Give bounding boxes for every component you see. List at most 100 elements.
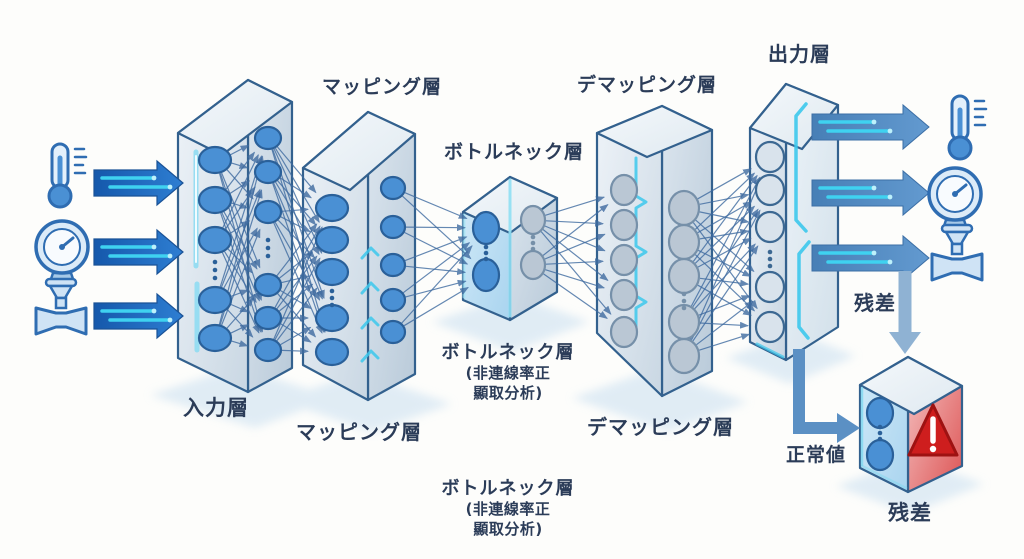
neuron-node	[314, 337, 350, 367]
connection-line	[405, 279, 467, 298]
connection-line	[274, 147, 320, 224]
bottleneck-layer-label-bottom: ボトルネック層	[441, 478, 575, 499]
connection-line	[273, 148, 323, 255]
ellipsis-dot	[681, 291, 687, 297]
input-layer-label: 入力層	[183, 396, 249, 420]
connection-line	[698, 295, 751, 316]
connection-line	[281, 206, 309, 214]
ellipsis-dot	[767, 263, 773, 269]
neuron-node	[314, 257, 350, 287]
connection-line	[405, 224, 466, 232]
bottleneck-note-line2: 顯取分析)	[473, 519, 543, 538]
ellipsis-dot	[483, 256, 489, 262]
neuron-node	[754, 310, 786, 344]
normal-value-arrow	[793, 349, 860, 443]
ellipsis-dot	[265, 237, 271, 243]
output-arrow	[811, 103, 930, 151]
ellipsis-dot	[329, 302, 335, 308]
ellipsis-dot	[265, 245, 271, 251]
input-arrow	[93, 228, 184, 276]
connection-line	[692, 245, 759, 342]
neuron-node	[609, 315, 639, 349]
ellipsis-dot	[681, 305, 687, 311]
bottleneck-note-line1: (非連線率正	[465, 500, 551, 518]
residual-branch-arrow	[889, 271, 921, 354]
output-arrows	[811, 103, 930, 282]
connection-line	[280, 323, 312, 343]
connection-line	[697, 168, 752, 200]
bottleneck-annotation-bottom: ボトルネック層 (非連線率正 顯取分析)	[418, 474, 598, 540]
neuron-node	[379, 287, 407, 313]
residual-label-bottom: 残差	[888, 501, 932, 525]
neuron-node	[253, 159, 283, 185]
bottleneck-layer-label-top: ボトルネック層	[444, 141, 585, 163]
ellipsis-dot	[530, 240, 536, 246]
connection-line	[231, 162, 249, 169]
neuron-nodes	[197, 125, 895, 472]
warning-triangle-icon	[907, 403, 959, 457]
connection-line	[699, 321, 749, 329]
neuron-node	[754, 140, 786, 174]
connection-line	[692, 208, 759, 308]
bottleneck-note-line1: (非連線率正	[465, 364, 551, 382]
connection-line	[692, 174, 758, 262]
neuron-node	[379, 252, 407, 278]
ellipsis-dot	[530, 246, 536, 252]
connection-line	[273, 226, 323, 340]
connection-line	[540, 231, 612, 315]
connection-line	[690, 209, 761, 341]
connection-line	[403, 286, 469, 327]
ellipsis-dot	[329, 288, 335, 294]
connection-line	[274, 181, 320, 256]
neuron-node	[253, 199, 283, 225]
neuron-node	[609, 208, 639, 242]
connection-line	[279, 177, 312, 199]
connection-line	[542, 229, 609, 282]
ellipsis-dot	[681, 298, 687, 304]
connection-line	[405, 265, 467, 276]
connection-line	[545, 258, 604, 266]
connection-line	[543, 273, 608, 319]
connection-line	[699, 277, 750, 287]
connection-line	[280, 216, 311, 233]
ellipsis-dot	[265, 253, 271, 259]
neuron-node	[471, 257, 501, 293]
connection-line	[694, 172, 756, 230]
ellipsis-dot	[329, 295, 335, 301]
ellipsis-dot	[483, 244, 489, 250]
connection-line	[281, 347, 309, 355]
connection-line	[230, 303, 250, 313]
ellipsis-dot	[877, 430, 883, 436]
neuron-node	[379, 214, 407, 240]
neuron-node	[253, 305, 283, 331]
neuron-node	[865, 396, 895, 430]
connection-line	[692, 222, 758, 310]
bottleneck-note-line2: 顯取分析)	[473, 383, 543, 402]
neuron-node	[471, 210, 501, 246]
bottleneck-annotation-mid: ボトルネック層 (非連線率正 顯取分析)	[418, 338, 598, 404]
ellipsis-dot	[877, 436, 883, 442]
connection-line	[699, 333, 751, 351]
ellipsis-dot	[767, 256, 773, 262]
ellipsis-dot	[212, 259, 218, 265]
connection-line	[689, 177, 762, 340]
neuron-node	[197, 323, 233, 353]
connection-line	[280, 289, 312, 309]
connection-line	[545, 269, 606, 289]
ellipsis-dot	[212, 275, 218, 281]
connection-line	[274, 257, 321, 340]
neuron-node	[314, 193, 350, 223]
neuron-node	[379, 175, 407, 201]
neuron-node	[197, 185, 233, 215]
connection-line	[542, 203, 609, 256]
connection-line	[219, 155, 263, 287]
connection-line	[230, 324, 250, 334]
input-arrow	[93, 292, 184, 340]
connection-line	[404, 192, 468, 220]
connection-line	[274, 225, 321, 308]
connection-line	[277, 180, 317, 226]
connection-line	[220, 188, 261, 288]
connection-line	[402, 242, 471, 294]
normal-value-label: 正常値	[786, 444, 847, 466]
